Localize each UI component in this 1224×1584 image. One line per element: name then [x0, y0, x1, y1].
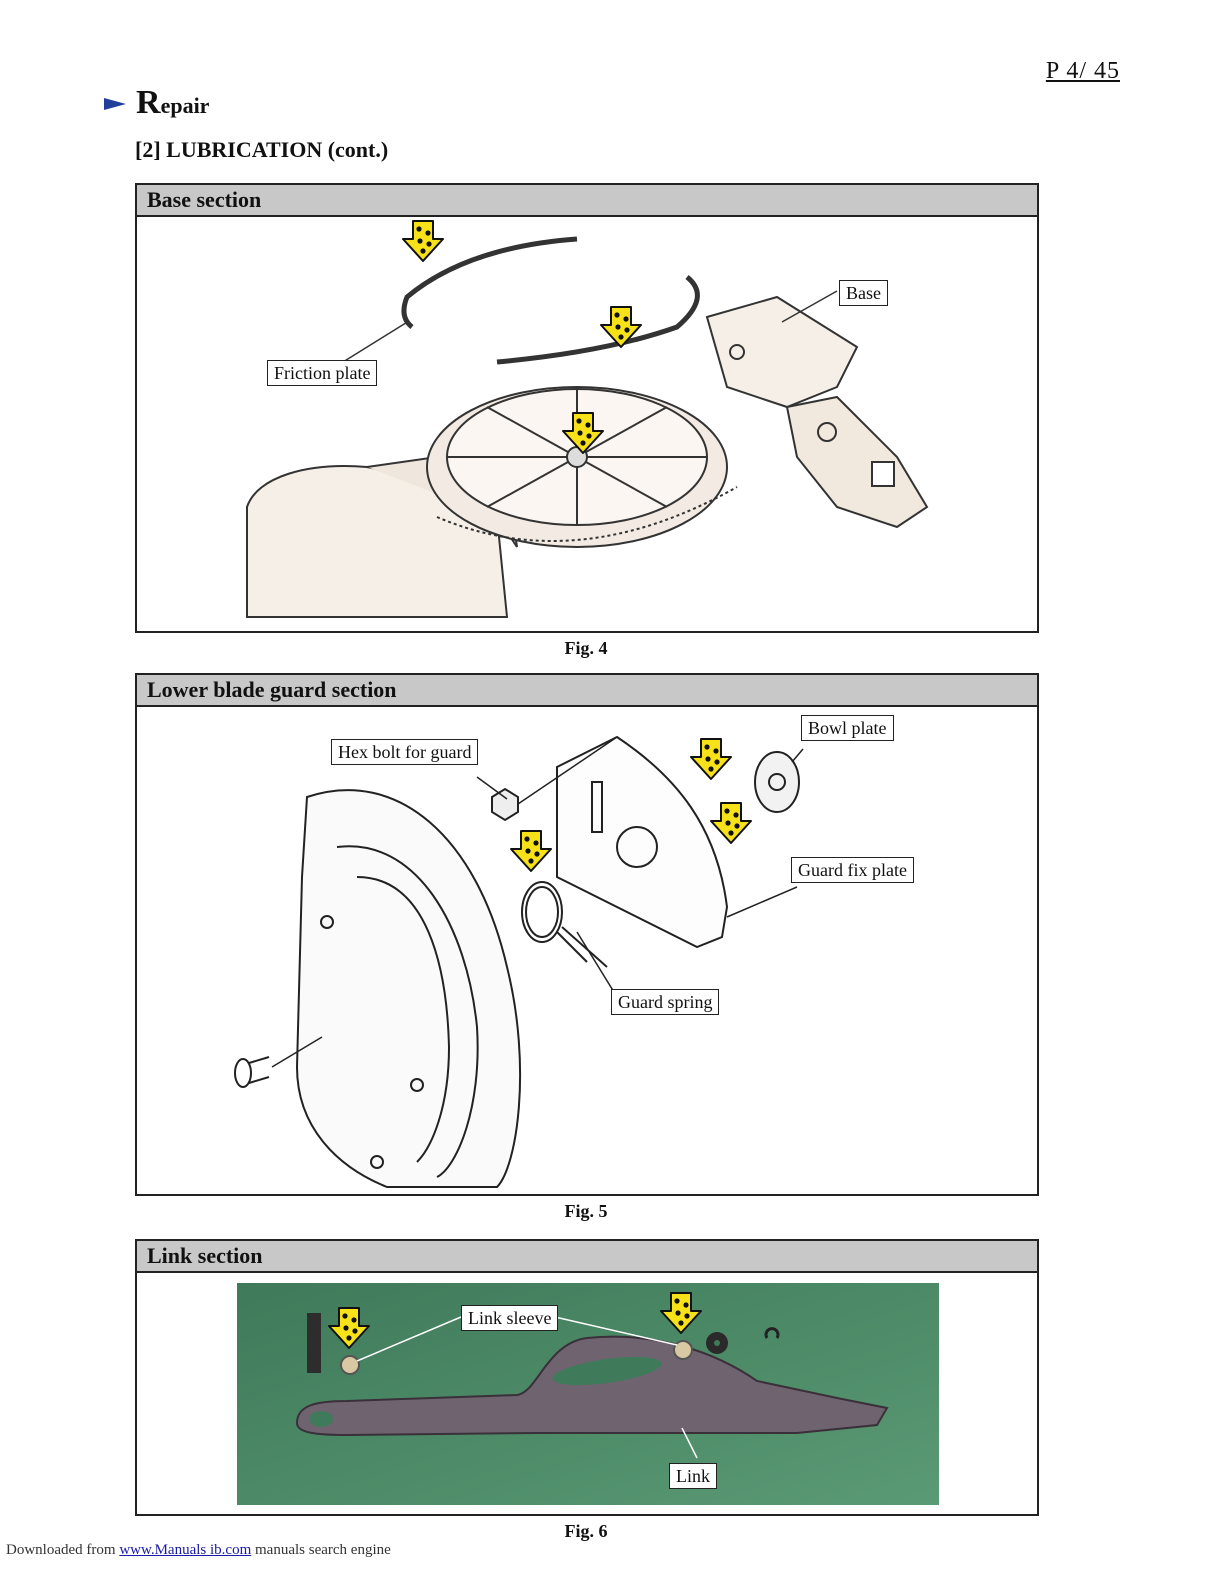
base-section-illustration [137, 217, 1037, 631]
callout-base: Base [839, 280, 888, 306]
page-number: P 4/ 45 [1046, 58, 1120, 85]
lower-blade-guard-illustration [137, 707, 1037, 1194]
callout-guard-fix-plate: Guard fix plate [791, 857, 914, 883]
figure-caption: Fig. 6 [135, 1521, 1037, 1542]
callout-guard-spring: Guard spring [611, 989, 719, 1015]
subsection-title: [2] LUBRICATION (cont.) [135, 137, 388, 163]
link-photo [237, 1283, 939, 1505]
callout-link-sleeve: Link sleeve [461, 1305, 558, 1331]
footer-link[interactable]: www.Manuals ib.com [119, 1542, 251, 1558]
lower-blade-guard-panel: Lower blade guard section [135, 673, 1039, 1196]
section-title-initial: R [136, 84, 161, 122]
section-title-rest: epair [161, 93, 210, 119]
panel-heading: Base section [137, 185, 1037, 217]
callout-hex-bolt: Hex bolt for guard [331, 739, 478, 765]
callout-friction-plate: Friction plate [267, 360, 377, 386]
callout-link: Link [669, 1463, 717, 1489]
section-title: R epair [104, 84, 209, 122]
callout-bowl-plate: Bowl plate [801, 715, 894, 741]
link-photo-illustration [237, 1283, 939, 1505]
footer: Downloaded from www.Manuals ib.com manua… [6, 1542, 391, 1559]
figure-caption: Fig. 5 [135, 1201, 1037, 1222]
base-section-panel: Base section [135, 183, 1039, 633]
section-arrow-icon [104, 98, 126, 110]
link-section-panel: Link section [135, 1239, 1039, 1516]
figure-caption: Fig. 4 [135, 638, 1037, 659]
panel-heading: Link section [137, 1241, 1037, 1273]
panel-heading: Lower blade guard section [137, 675, 1037, 707]
footer-suffix: manuals search engine [255, 1542, 391, 1558]
footer-prefix: Downloaded from [6, 1542, 116, 1558]
